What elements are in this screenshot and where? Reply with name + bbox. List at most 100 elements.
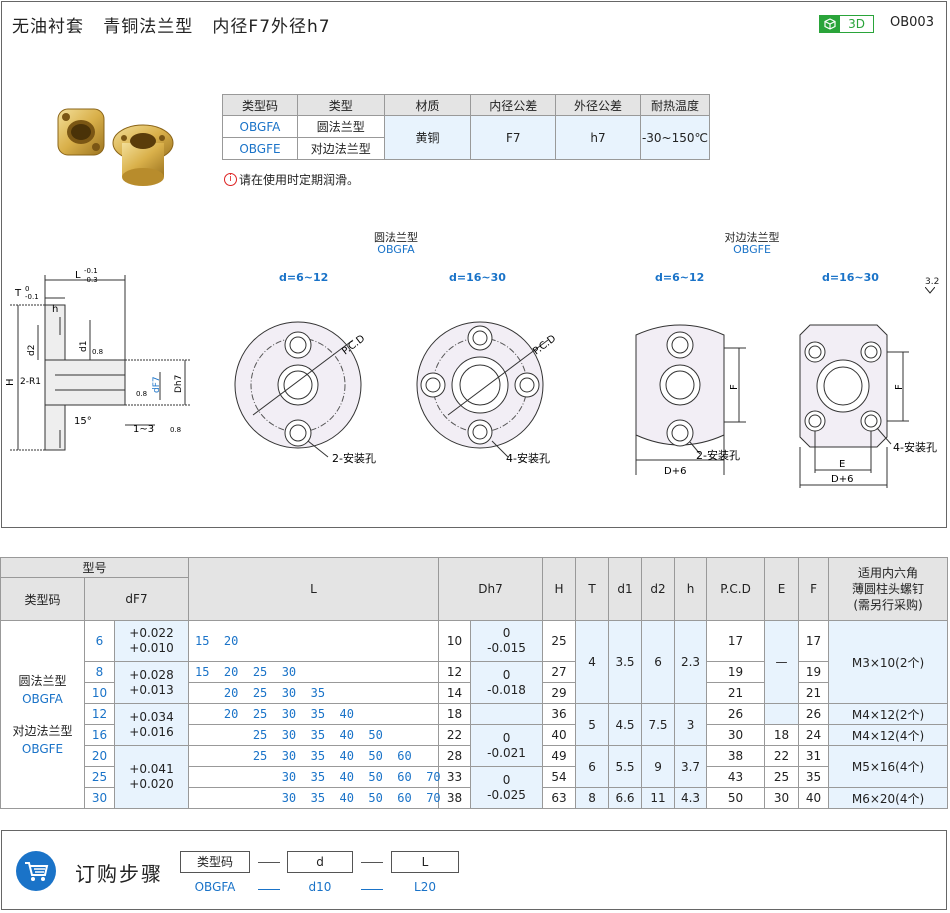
H-value: 29 xyxy=(542,682,577,704)
D-tolerance: 0 -0.018 xyxy=(470,661,544,704)
header-pcd: P.C.D xyxy=(706,557,766,621)
3d-badge[interactable]: 3D xyxy=(819,15,874,33)
flat-title: 对边法兰型 xyxy=(724,231,780,244)
d-value: 6 xyxy=(84,620,115,662)
d-tolerance: +0.041 +0.020 xyxy=(113,745,190,809)
header-h: h xyxy=(674,557,708,621)
d-tolerance: +0.034 +0.016 xyxy=(113,703,190,746)
E-value-empty xyxy=(764,703,800,725)
order-box-L: L xyxy=(391,851,459,873)
F-value: 17 xyxy=(798,620,830,662)
E-value: — xyxy=(764,620,800,704)
F-value: 35 xyxy=(798,766,830,788)
3d-label: 3D xyxy=(848,17,865,31)
type1-name: 圆法兰型 xyxy=(18,673,67,688)
header-F: F xyxy=(798,557,830,621)
product-photo xyxy=(57,108,174,186)
D-value: 28 xyxy=(438,745,472,767)
pcd-value: 17 xyxy=(706,620,766,662)
d-value: 16 xyxy=(84,724,115,746)
order-box-typecode: 类型码 xyxy=(180,851,250,873)
spec-code: OBGFE xyxy=(222,137,298,160)
product-code: OB003 xyxy=(890,15,934,30)
dim-L-tol: -0.1 xyxy=(84,267,98,275)
pcd-label: P.C.D xyxy=(531,333,558,357)
roughness-value: 3.2 xyxy=(925,277,940,287)
spec-header-temp: 耐热温度 xyxy=(639,94,711,116)
screw-value: M4×12(4个) xyxy=(828,724,948,746)
T-value: 6 xyxy=(575,745,610,788)
top-frame xyxy=(1,1,947,528)
range-label: d=6~12 xyxy=(279,271,329,284)
pcd-value: 26 xyxy=(706,703,766,725)
dimension-table: 型号 L Dh7 H T d1 d2 h P.C.D E F 适用内六角 薄圆柱… xyxy=(0,557,948,809)
F-value: 24 xyxy=(798,724,830,746)
H-value: 25 xyxy=(542,620,577,662)
pcd-label: P.C.D xyxy=(340,333,367,357)
spec-header-code: 类型码 xyxy=(222,94,298,116)
d-tolerance: +0.022 +0.010 xyxy=(113,620,190,662)
h-value: 3 xyxy=(674,703,708,746)
screw-value: M4×12(2个) xyxy=(828,703,948,725)
round-flange-large-drawing: P.C.D 4-安装孔 xyxy=(416,321,558,465)
d-value: 30 xyxy=(84,787,115,809)
L-values: 20 25 30 35 40 xyxy=(188,703,440,725)
round-flange-small-drawing: P.C.D 2-安装孔 xyxy=(234,321,376,465)
screw-value: M3×10(2个) xyxy=(828,620,948,704)
spec-outer-tol: h7 xyxy=(555,115,641,160)
L-values: 30 35 40 50 60 70 xyxy=(188,787,441,809)
cube-icon xyxy=(820,16,840,32)
H-value: 40 xyxy=(542,724,577,746)
order-example-typecode: OBGFA xyxy=(194,880,236,894)
range-label: d=16~30 xyxy=(449,271,506,284)
dim-D6: D+6 xyxy=(831,474,853,485)
H-value: 63 xyxy=(542,787,577,809)
dim-T: T xyxy=(14,288,22,299)
flat-flange-large-drawing: F E D+6 4-安装孔 xyxy=(799,324,937,488)
spec-type: 对边法兰型 xyxy=(296,137,385,160)
d1-value: 5.5 xyxy=(608,745,643,788)
dim-H: H xyxy=(5,378,16,386)
spec-table: 类型码 类型 材质 内径公差 外径公差 耐热温度 OBGFA 圆法兰型 黄铜 F… xyxy=(222,94,711,160)
spec-header-inner: 内径公差 xyxy=(470,94,557,116)
dim-E: E xyxy=(839,459,845,470)
L-values: 30 35 40 50 60 70 xyxy=(188,766,441,788)
spec-material: 黄铜 xyxy=(383,115,472,160)
d1-value: 4.5 xyxy=(608,703,643,746)
dim-L-tol: -0.3 xyxy=(84,276,98,284)
warning-icon: i xyxy=(224,173,237,186)
H-value: 49 xyxy=(542,745,577,767)
L-values: 15 20 xyxy=(188,620,440,662)
T-value: 5 xyxy=(575,703,610,746)
order-example-separator xyxy=(258,889,280,890)
d-value: 12 xyxy=(84,703,115,725)
flat-code: OBGFE xyxy=(733,243,771,256)
D-tolerance: 0 -0.015 xyxy=(470,620,544,662)
L-values: 20 25 30 35 xyxy=(188,682,440,704)
header-d2: d2 xyxy=(641,557,676,621)
d2-value: 6 xyxy=(641,620,676,704)
dim-T-tol: 0 xyxy=(25,285,29,293)
header-T: T xyxy=(575,557,610,621)
hole-label: 2-安装孔 xyxy=(696,448,740,462)
H-value: 54 xyxy=(542,766,577,788)
E-value: 25 xyxy=(764,766,800,788)
d1-value: 6.6 xyxy=(608,787,643,809)
L-values: 15 20 25 30 xyxy=(188,661,440,683)
header-L: L xyxy=(188,557,440,621)
F-value: 26 xyxy=(798,703,830,725)
spec-code: OBGFA xyxy=(222,115,298,138)
D-tolerance: 0 -0.021 xyxy=(470,724,544,767)
h-value: 4.3 xyxy=(674,787,708,809)
d-value: 8 xyxy=(84,661,115,683)
d-value: 20 xyxy=(84,745,115,767)
dim-L: L xyxy=(75,270,81,281)
d-tolerance: +0.028 +0.013 xyxy=(113,661,190,704)
D-value: 14 xyxy=(438,682,472,704)
roughness-note: 0.8 xyxy=(170,426,181,434)
screw-value: M6×20(4个) xyxy=(828,787,948,809)
d-value: 10 xyxy=(84,682,115,704)
round-code: OBGFA xyxy=(377,243,415,256)
F-value: 19 xyxy=(798,661,830,683)
pcd-value: 38 xyxy=(706,745,766,767)
